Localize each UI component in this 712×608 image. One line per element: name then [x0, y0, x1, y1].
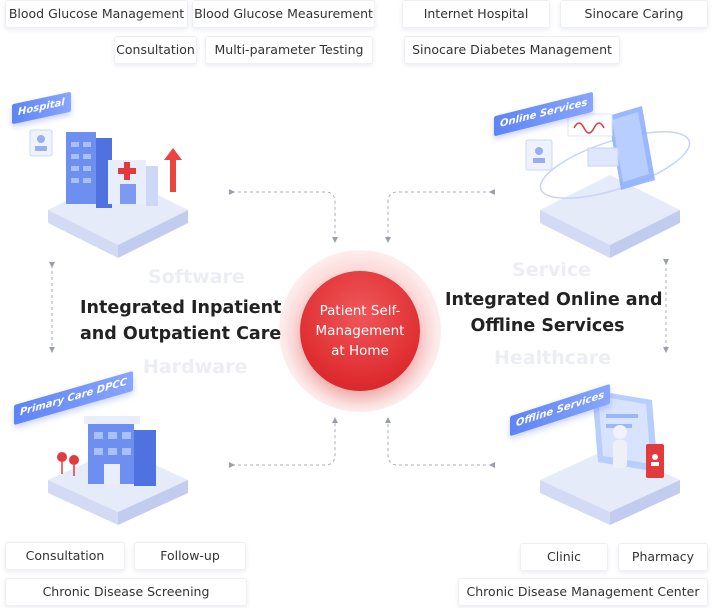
- hospital-scene: Hospital: [0, 70, 230, 260]
- heading-left: Integrated Inpatient and Outpatient Care: [80, 295, 282, 347]
- heading-right: Integrated Online and Offline Services: [445, 287, 663, 339]
- primary-care-illustration: [48, 416, 188, 525]
- tag-blood-glucose-measurement: Blood Glucose Measurement: [192, 0, 375, 28]
- ghost-service: Service: [512, 259, 591, 281]
- arrow-top-left: [229, 189, 338, 243]
- primary-care-scene: Primary Care DPCC: [0, 360, 230, 540]
- tag-clinic: Clinic: [520, 543, 608, 571]
- ghost-hardware: Hardware: [143, 356, 248, 378]
- tag-chronic-disease-management-center: Chronic Disease Management Center: [458, 578, 708, 606]
- tag-follow-up: Follow-up: [134, 542, 246, 570]
- heading-right-line1: Integrated Online and: [445, 290, 663, 310]
- tag-pharmacy: Pharmacy: [618, 543, 708, 571]
- center-line2: Management: [315, 323, 405, 339]
- tag-multi-parameter-testing: Multi-parameter Testing: [205, 36, 373, 64]
- up-arrow-icon: [164, 148, 182, 192]
- heading-right-line2: Offline Services: [470, 316, 625, 336]
- tag-consultation-top: Consultation: [114, 36, 197, 64]
- tag-sinocare-caring: Sinocare Caring: [560, 0, 708, 28]
- offline-illustration: [540, 390, 680, 525]
- online-scene: Online Services: [480, 70, 712, 260]
- offline-scene: Offline Services: [480, 360, 712, 540]
- center-line3: at Home: [331, 343, 389, 359]
- tag-chronic-disease-screening: Chronic Disease Screening: [5, 578, 247, 606]
- online-illustration: [525, 106, 691, 258]
- hospital-illustration: [29, 129, 188, 258]
- ghost-software: Software: [148, 266, 245, 288]
- medical-cross-icon: [118, 162, 136, 180]
- heading-left-line1: Integrated Inpatient: [80, 298, 282, 318]
- tag-consultation-bottom: Consultation: [5, 542, 125, 570]
- person-icon: [613, 425, 627, 439]
- center-circle: Patient Self- Management at Home: [300, 271, 420, 391]
- arrow-top-right: [385, 189, 495, 243]
- arrow-bottom-right: [385, 417, 495, 468]
- tag-internet-hospital: Internet Hospital: [402, 0, 550, 28]
- arrow-bottom-left: [229, 417, 338, 468]
- ghost-healthcare: Healthcare: [494, 347, 612, 369]
- tag-sinocare-diabetes-management: Sinocare Diabetes Management: [404, 36, 620, 64]
- heading-left-line2: and Outpatient Care: [80, 324, 282, 344]
- location-pin-icon: [57, 452, 67, 462]
- tag-blood-glucose-management: Blood Glucose Management: [5, 0, 188, 28]
- center-line1: Patient Self-: [319, 303, 401, 319]
